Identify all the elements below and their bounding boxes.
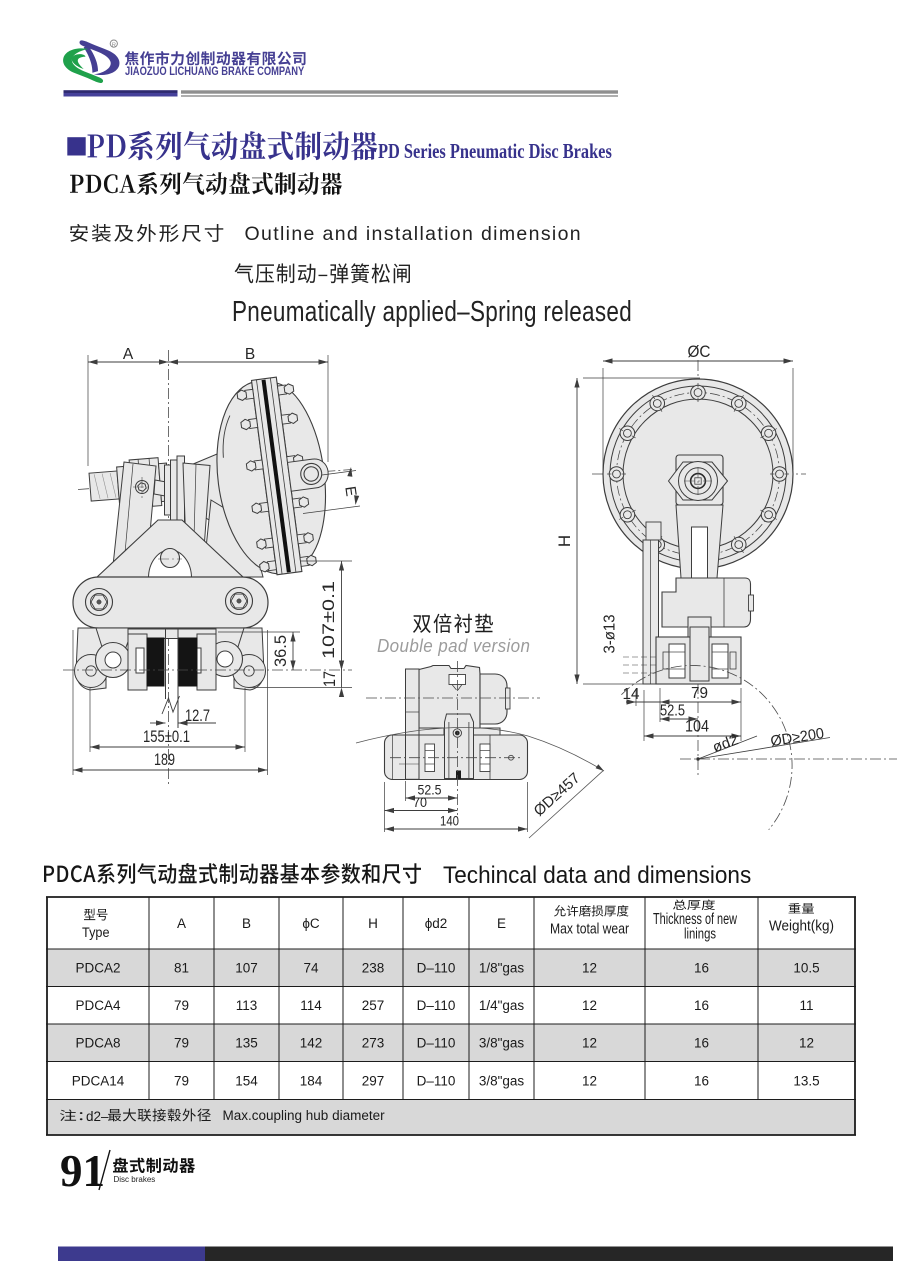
svg-text:297: 297 (362, 1073, 385, 1088)
svg-text:79: 79 (174, 1073, 189, 1088)
svg-text:79: 79 (174, 1036, 189, 1051)
svg-text:14: 14 (623, 686, 640, 703)
svg-text:1/8"gas: 1/8"gas (479, 961, 525, 976)
svg-text:ϕC: ϕC (302, 916, 320, 931)
svg-text:154: 154 (235, 1073, 258, 1088)
svg-text:13.5: 13.5 (793, 1073, 819, 1088)
svg-text:257: 257 (362, 998, 385, 1013)
svg-text:12: 12 (799, 1036, 814, 1051)
svg-text:E: E (341, 485, 359, 497)
svg-text:PDCA14: PDCA14 (72, 1073, 125, 1088)
svg-text:PDCA8: PDCA8 (75, 1036, 120, 1051)
svg-text:D–110: D–110 (417, 998, 456, 1013)
svg-text:107±0.1: 107±0.1 (319, 581, 338, 659)
svg-text:36.5: 36.5 (271, 635, 290, 667)
svg-text:238: 238 (362, 961, 385, 976)
svg-text:17: 17 (320, 671, 339, 687)
svg-text:12: 12 (582, 961, 597, 976)
svg-text:B: B (245, 346, 255, 363)
svg-text:10.5: 10.5 (793, 961, 819, 976)
svg-text:ØC: ØC (688, 342, 711, 361)
svg-text:12: 12 (582, 1036, 597, 1051)
svg-text:12: 12 (582, 998, 597, 1013)
svg-text:PDCA4: PDCA4 (75, 998, 121, 1013)
svg-text:ØD≥200: ØD≥200 (769, 725, 825, 750)
svg-text:140: 140 (440, 814, 459, 829)
svg-text:D–110: D–110 (417, 1073, 456, 1088)
svg-text:3/8"gas: 3/8"gas (479, 1036, 525, 1051)
svg-text:Max total wear: Max total wear (550, 921, 629, 938)
svg-text:114: 114 (300, 998, 322, 1013)
svg-text:12.7: 12.7 (185, 706, 210, 725)
svg-text:H: H (368, 916, 378, 931)
svg-text:74: 74 (303, 961, 319, 976)
svg-text:Type: Type (82, 924, 110, 940)
svg-text:81: 81 (174, 961, 189, 976)
svg-text:3/8"gas: 3/8"gas (479, 1073, 525, 1088)
svg-text:107: 107 (235, 961, 258, 976)
svg-text:135: 135 (235, 1036, 258, 1051)
svg-text:D–110: D–110 (417, 961, 456, 976)
svg-text:E: E (497, 916, 506, 931)
svg-text:B: B (242, 916, 251, 931)
svg-text:273: 273 (362, 1036, 385, 1051)
svg-text:12: 12 (582, 1073, 597, 1088)
svg-text:linings: linings (684, 926, 716, 943)
svg-text:A: A (123, 346, 134, 363)
svg-text:PDCA2: PDCA2 (75, 961, 120, 976)
svg-text:189: 189 (154, 750, 175, 769)
svg-text:79: 79 (174, 998, 189, 1013)
svg-text:D–110: D–110 (417, 1036, 456, 1051)
svg-text:79: 79 (691, 685, 708, 702)
svg-text:16: 16 (694, 998, 709, 1013)
svg-text:52.5: 52.5 (418, 783, 442, 798)
svg-text:52.5: 52.5 (660, 703, 685, 720)
svg-text:Weight(kg): Weight(kg) (769, 919, 834, 935)
svg-text:184: 184 (300, 1073, 323, 1088)
svg-text:155±0.1: 155±0.1 (143, 727, 190, 746)
svg-text:16: 16 (694, 1036, 709, 1051)
svg-text:142: 142 (300, 1036, 323, 1051)
svg-text:Thickness of new: Thickness of new (653, 911, 738, 928)
svg-text:3-ø13: 3-ø13 (602, 615, 619, 654)
svg-text:ϕd2: ϕd2 (425, 916, 448, 931)
svg-text:11: 11 (799, 998, 813, 1013)
svg-text:16: 16 (694, 1073, 709, 1088)
svg-text:1/4"gas: 1/4"gas (479, 998, 525, 1013)
svg-text:70: 70 (413, 795, 427, 810)
svg-text:113: 113 (236, 998, 258, 1013)
svg-text:H: H (555, 535, 574, 547)
svg-text:R: R (112, 42, 116, 48)
svg-text:A: A (177, 916, 186, 931)
svg-text:16: 16 (694, 961, 709, 976)
svg-text:104: 104 (685, 717, 709, 736)
